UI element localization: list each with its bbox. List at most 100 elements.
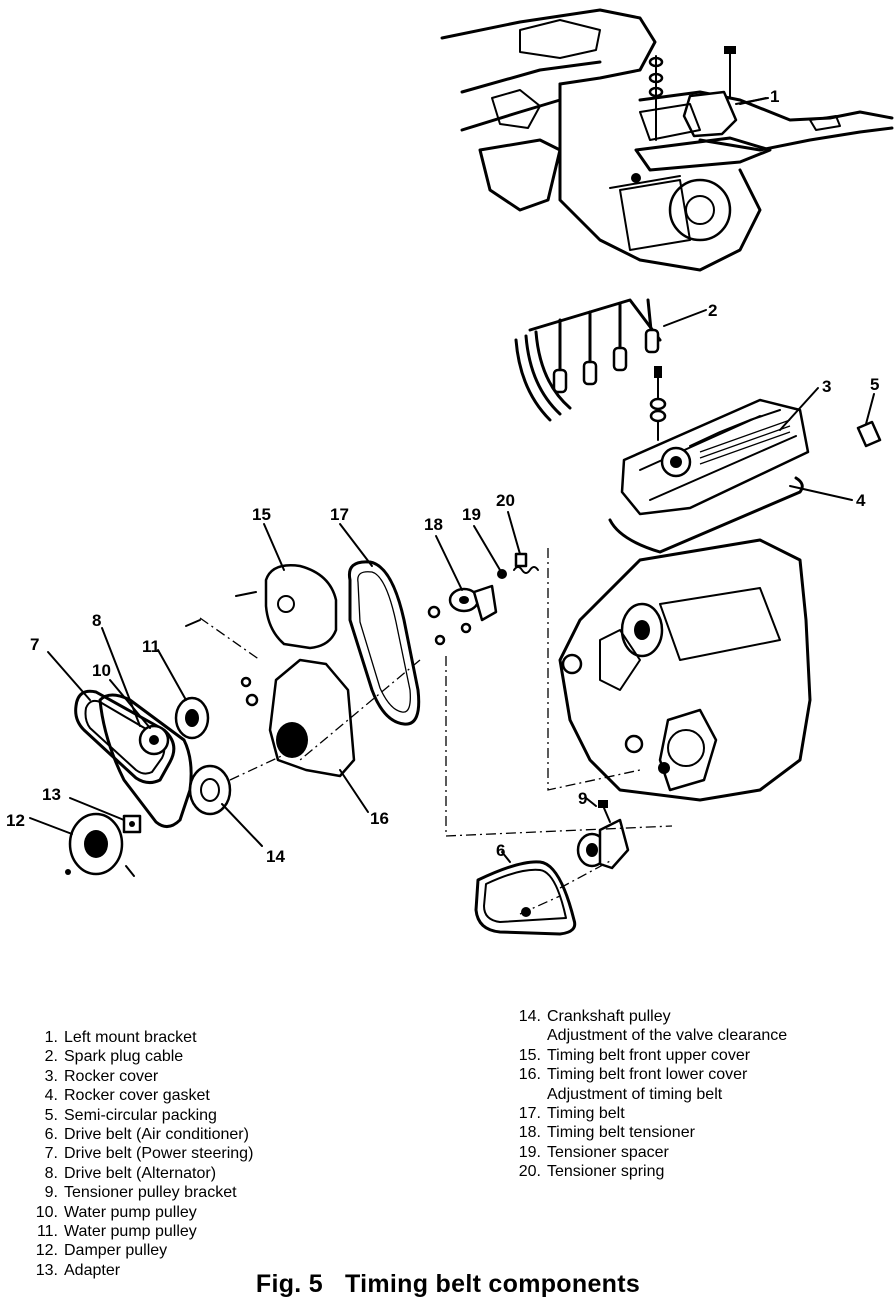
- callout-16: 16: [370, 809, 389, 828]
- callout-18: 18: [424, 515, 443, 534]
- legend-item-text: Tensioner spacer: [547, 1143, 669, 1161]
- callout-1: 1: [770, 87, 779, 106]
- legend-item-text: Tensioner pulley bracket: [64, 1184, 237, 1202]
- callout-3: 3: [822, 377, 831, 396]
- engine-mount-assembly: [440, 8, 894, 272]
- assembly-lines: [199, 548, 673, 915]
- legend-item-text: Damper pulley: [64, 1242, 168, 1260]
- legend-item: 9. Tensioner pulley bracket: [26, 1183, 253, 1202]
- tensioner-spacer: [497, 569, 507, 579]
- legend-item-note: Adjustment of timing belt: [547, 1085, 723, 1103]
- bolt-icon: [245, 693, 259, 707]
- bolt-icon: [427, 605, 441, 619]
- legend-item-number: 18.: [518, 1124, 541, 1142]
- figure-title: Timing belt components: [345, 1270, 641, 1298]
- callout-2: 2: [708, 301, 717, 320]
- legend-item-number: 14.: [518, 1008, 541, 1025]
- legend-item-number: 12.: [35, 1242, 58, 1260]
- callout-17: 17: [330, 505, 349, 524]
- rocker-cover: [620, 366, 810, 516]
- callout-11: 11: [142, 637, 160, 656]
- legend-item: 8. Drive belt (Alternator): [26, 1164, 253, 1183]
- timing-belt-front-upper-cover: [264, 564, 338, 650]
- legend-item-text: Drive belt (Alternator): [64, 1164, 217, 1182]
- legend-item-number: 8.: [44, 1164, 58, 1182]
- figure-caption: Fig. 5 Timing belt components: [0, 1270, 896, 1299]
- leader-lines: [29, 97, 875, 863]
- legend-item-text: Tensioner spring: [547, 1163, 665, 1181]
- legend-item: 6.Drive belt (Air conditioner): [26, 1125, 253, 1144]
- legend-item-number: 17.: [518, 1105, 541, 1123]
- callout-5: 5: [870, 375, 879, 394]
- water-pump-pulley-10: [138, 724, 170, 756]
- crankshaft-pulley: [188, 764, 232, 816]
- legend-item: 12. Damper pulley: [26, 1241, 253, 1260]
- legend-item-text: Left mount bracket: [64, 1029, 197, 1046]
- legend-item-number: 5.: [44, 1106, 58, 1124]
- drive-belt-alternator: [98, 693, 193, 828]
- drive-belt-power-steering-inner: [84, 699, 166, 775]
- legend-item: 7. Drive belt (Power steering): [26, 1144, 254, 1163]
- legend-item: 17. Timing belt: [510, 1104, 787, 1123]
- legend-item: 16.Timing belt front lower cover: [510, 1065, 787, 1084]
- semi-circular-packing: [856, 420, 882, 448]
- figure-number: Fig. 5: [255, 1270, 324, 1298]
- drive-belt-air-conditioner: [474, 860, 577, 936]
- legend-item-number: 2.: [44, 1048, 58, 1066]
- washer-icon: [125, 865, 135, 877]
- timing-belt-tensioner: [448, 584, 498, 622]
- water-pump-pulley-11: [174, 696, 210, 740]
- callout-15: 15: [252, 505, 271, 524]
- legend-item-text: Drive belt (Power steering): [64, 1145, 254, 1163]
- legend-item-text: Rocker cover gasket: [64, 1087, 210, 1105]
- callout-9: 9: [578, 789, 587, 808]
- legend-item: 4. Rocker cover gasket: [26, 1086, 253, 1105]
- legend-item-text: Crankshaft pulley: [547, 1008, 671, 1025]
- callout-20: 20: [496, 491, 515, 510]
- callout-6: 6: [496, 841, 505, 860]
- legend-item-note: Adjustment of the valve clearance: [547, 1027, 788, 1045]
- legend-item-text: Timing belt front upper cover: [547, 1046, 751, 1064]
- legend-item-text: Water pump pulley: [64, 1223, 197, 1241]
- legend-item: 14. Crankshaft pulley: [510, 1007, 787, 1026]
- legend-item-number: 16.: [518, 1066, 541, 1084]
- legend-item-text: Semi-circular packing: [64, 1106, 217, 1124]
- legend-item-text: Timing belt tensioner: [547, 1124, 695, 1142]
- drive-belt-air-conditioner-inner: [483, 868, 567, 923]
- legend-item: 5. Semi-circular packing: [26, 1106, 253, 1125]
- rocker-cover-gasket: [608, 476, 804, 554]
- legend-item-number: 7.: [44, 1145, 58, 1163]
- legend-item-number: 15.: [518, 1046, 541, 1064]
- callout-19: 19: [462, 505, 481, 524]
- legend-item: 2.Spark plug cable: [26, 1047, 253, 1066]
- callout-7: 7: [30, 635, 39, 654]
- callout-labels: 1 2 3 4 5 6 7 8 9 10 11 12 13 14 15 16 1…: [6, 87, 879, 866]
- bolt-icon: [434, 634, 446, 646]
- legend-item-number: 4.: [44, 1087, 58, 1105]
- bolt-icon: [65, 869, 71, 875]
- legend-item-text: Timing belt: [547, 1105, 625, 1123]
- bolt-icon: [460, 622, 472, 634]
- legend-item-number: 9.: [44, 1184, 58, 1202]
- bolt-icon: [240, 676, 252, 688]
- legend-item: 1.Left mount bracket: [26, 1028, 253, 1047]
- legend-item-number: 20.: [518, 1163, 541, 1181]
- callout-13: 13: [42, 785, 61, 804]
- legend-item-number: 11.: [36, 1223, 58, 1241]
- legend-item-text: Drive belt (Air conditioner): [64, 1126, 249, 1144]
- legend-item-note-row: Adjustment of timing belt: [510, 1085, 787, 1104]
- legend-item-number: 3.: [44, 1067, 58, 1085]
- legend-item: 3.Rocker cover: [26, 1067, 253, 1086]
- damper-pulley: [68, 812, 124, 876]
- tensioner-spring: [513, 552, 539, 574]
- spark-plug-cable: [514, 298, 662, 422]
- callout-10: 10: [92, 661, 111, 680]
- legend-item: 15. Timing belt front upper cover: [510, 1046, 787, 1065]
- legend-item: 13.Adapter: [26, 1261, 253, 1280]
- timing-belt: [347, 560, 421, 726]
- legend-item-number: 10.: [35, 1203, 58, 1221]
- callout-8: 8: [92, 611, 101, 630]
- legend-item: 11. Water pump pulley: [26, 1222, 253, 1241]
- callout-12: 12: [6, 811, 25, 830]
